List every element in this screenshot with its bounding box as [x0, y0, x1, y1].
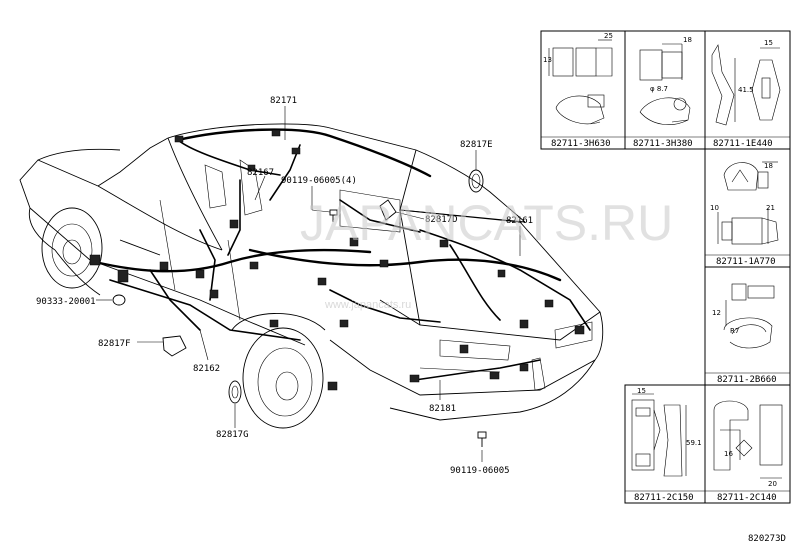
leader-lines: [96, 106, 521, 462]
clip-2c140-drawing: [713, 400, 783, 479]
plug-90333-20001: [112, 294, 126, 306]
grommet-82817g: [228, 380, 242, 404]
drawing-id: 820273D: [748, 534, 786, 544]
clip-1a770-dim-b: 10: [710, 204, 719, 212]
wire-harness: [93, 128, 591, 381]
clip-1e440-dim-a: 15: [764, 39, 773, 47]
clip-panels: [540, 30, 791, 504]
clip-3h380-dim-a: 18: [683, 36, 692, 44]
clip-1a770-dim-c: 21: [766, 204, 775, 212]
clip-2c140-dim-b: 20: [768, 480, 777, 488]
clip-1e440-dim-b: 41.5: [738, 86, 754, 94]
clip-2c150-drawing: [631, 393, 687, 477]
watermark: JAPANCATS.RU: [300, 195, 673, 251]
callout-90119-06005-4: 90119-06005(4): [281, 176, 357, 186]
callout-82817e: 82817E: [460, 140, 493, 150]
car-body-outline: [19, 123, 604, 429]
callout-82817f: 82817F: [98, 339, 131, 349]
clip-3h380-drawing: [639, 43, 691, 125]
callout-82171: 82171: [270, 96, 297, 106]
clip-3h630-dim-a: 13: [543, 56, 552, 64]
callout-82817g: 82817G: [216, 430, 249, 440]
clip-2c140-dim-a: 16: [724, 450, 733, 458]
harness-connectors: [89, 129, 585, 391]
clip-2b660-label: 82711-2B660: [717, 375, 777, 385]
clip-1e440-label: 82711-1E440: [713, 139, 773, 149]
clip-3h630-label: 82711-3H630: [551, 139, 611, 149]
clip-3h380-dim-b: φ 8.7: [650, 85, 668, 93]
grommet-82817e: [468, 169, 484, 193]
callout-82162: 82162: [193, 364, 220, 374]
clip-2c140-label: 82711-2C140: [717, 493, 777, 503]
clip-1a770-dim-a: 18: [764, 162, 773, 170]
clip-3h380-label: 82711-3H380: [633, 139, 693, 149]
clip-3h630-drawing: [548, 39, 613, 125]
clip-2b660-dim-b: R7: [730, 327, 739, 335]
clip-1a770-drawing: [717, 161, 779, 245]
callout-82817d: 82817D: [425, 215, 458, 225]
clip-1a770-label: 82711-1A770: [716, 257, 776, 267]
clip-3h630-dim-b: 25: [604, 32, 613, 40]
callout-82161: 82161: [506, 216, 533, 226]
callout-90119-06005: 90119-06005: [450, 466, 510, 476]
clip-2b660-drawing: [723, 283, 775, 349]
clip-2c150-dim-b: 59.1: [686, 439, 702, 447]
callout-82167: 82167: [247, 168, 274, 178]
watermark-small: www.japancats.ru: [324, 299, 411, 311]
clip-2c150-dim-a: 15: [637, 387, 646, 395]
clip-2c150-label: 82711-2C150: [634, 493, 694, 503]
callout-90333-20001: 90333-20001: [36, 297, 96, 307]
bolt-90119-06005: [477, 431, 487, 447]
clip-1e440-drawing: [711, 44, 781, 126]
bolt-90119-06005-4: [329, 209, 338, 222]
callout-82181: 82181: [429, 404, 456, 414]
clip-2b660-dim-a: 12: [712, 309, 721, 317]
grommet-82817f: [162, 335, 187, 357]
